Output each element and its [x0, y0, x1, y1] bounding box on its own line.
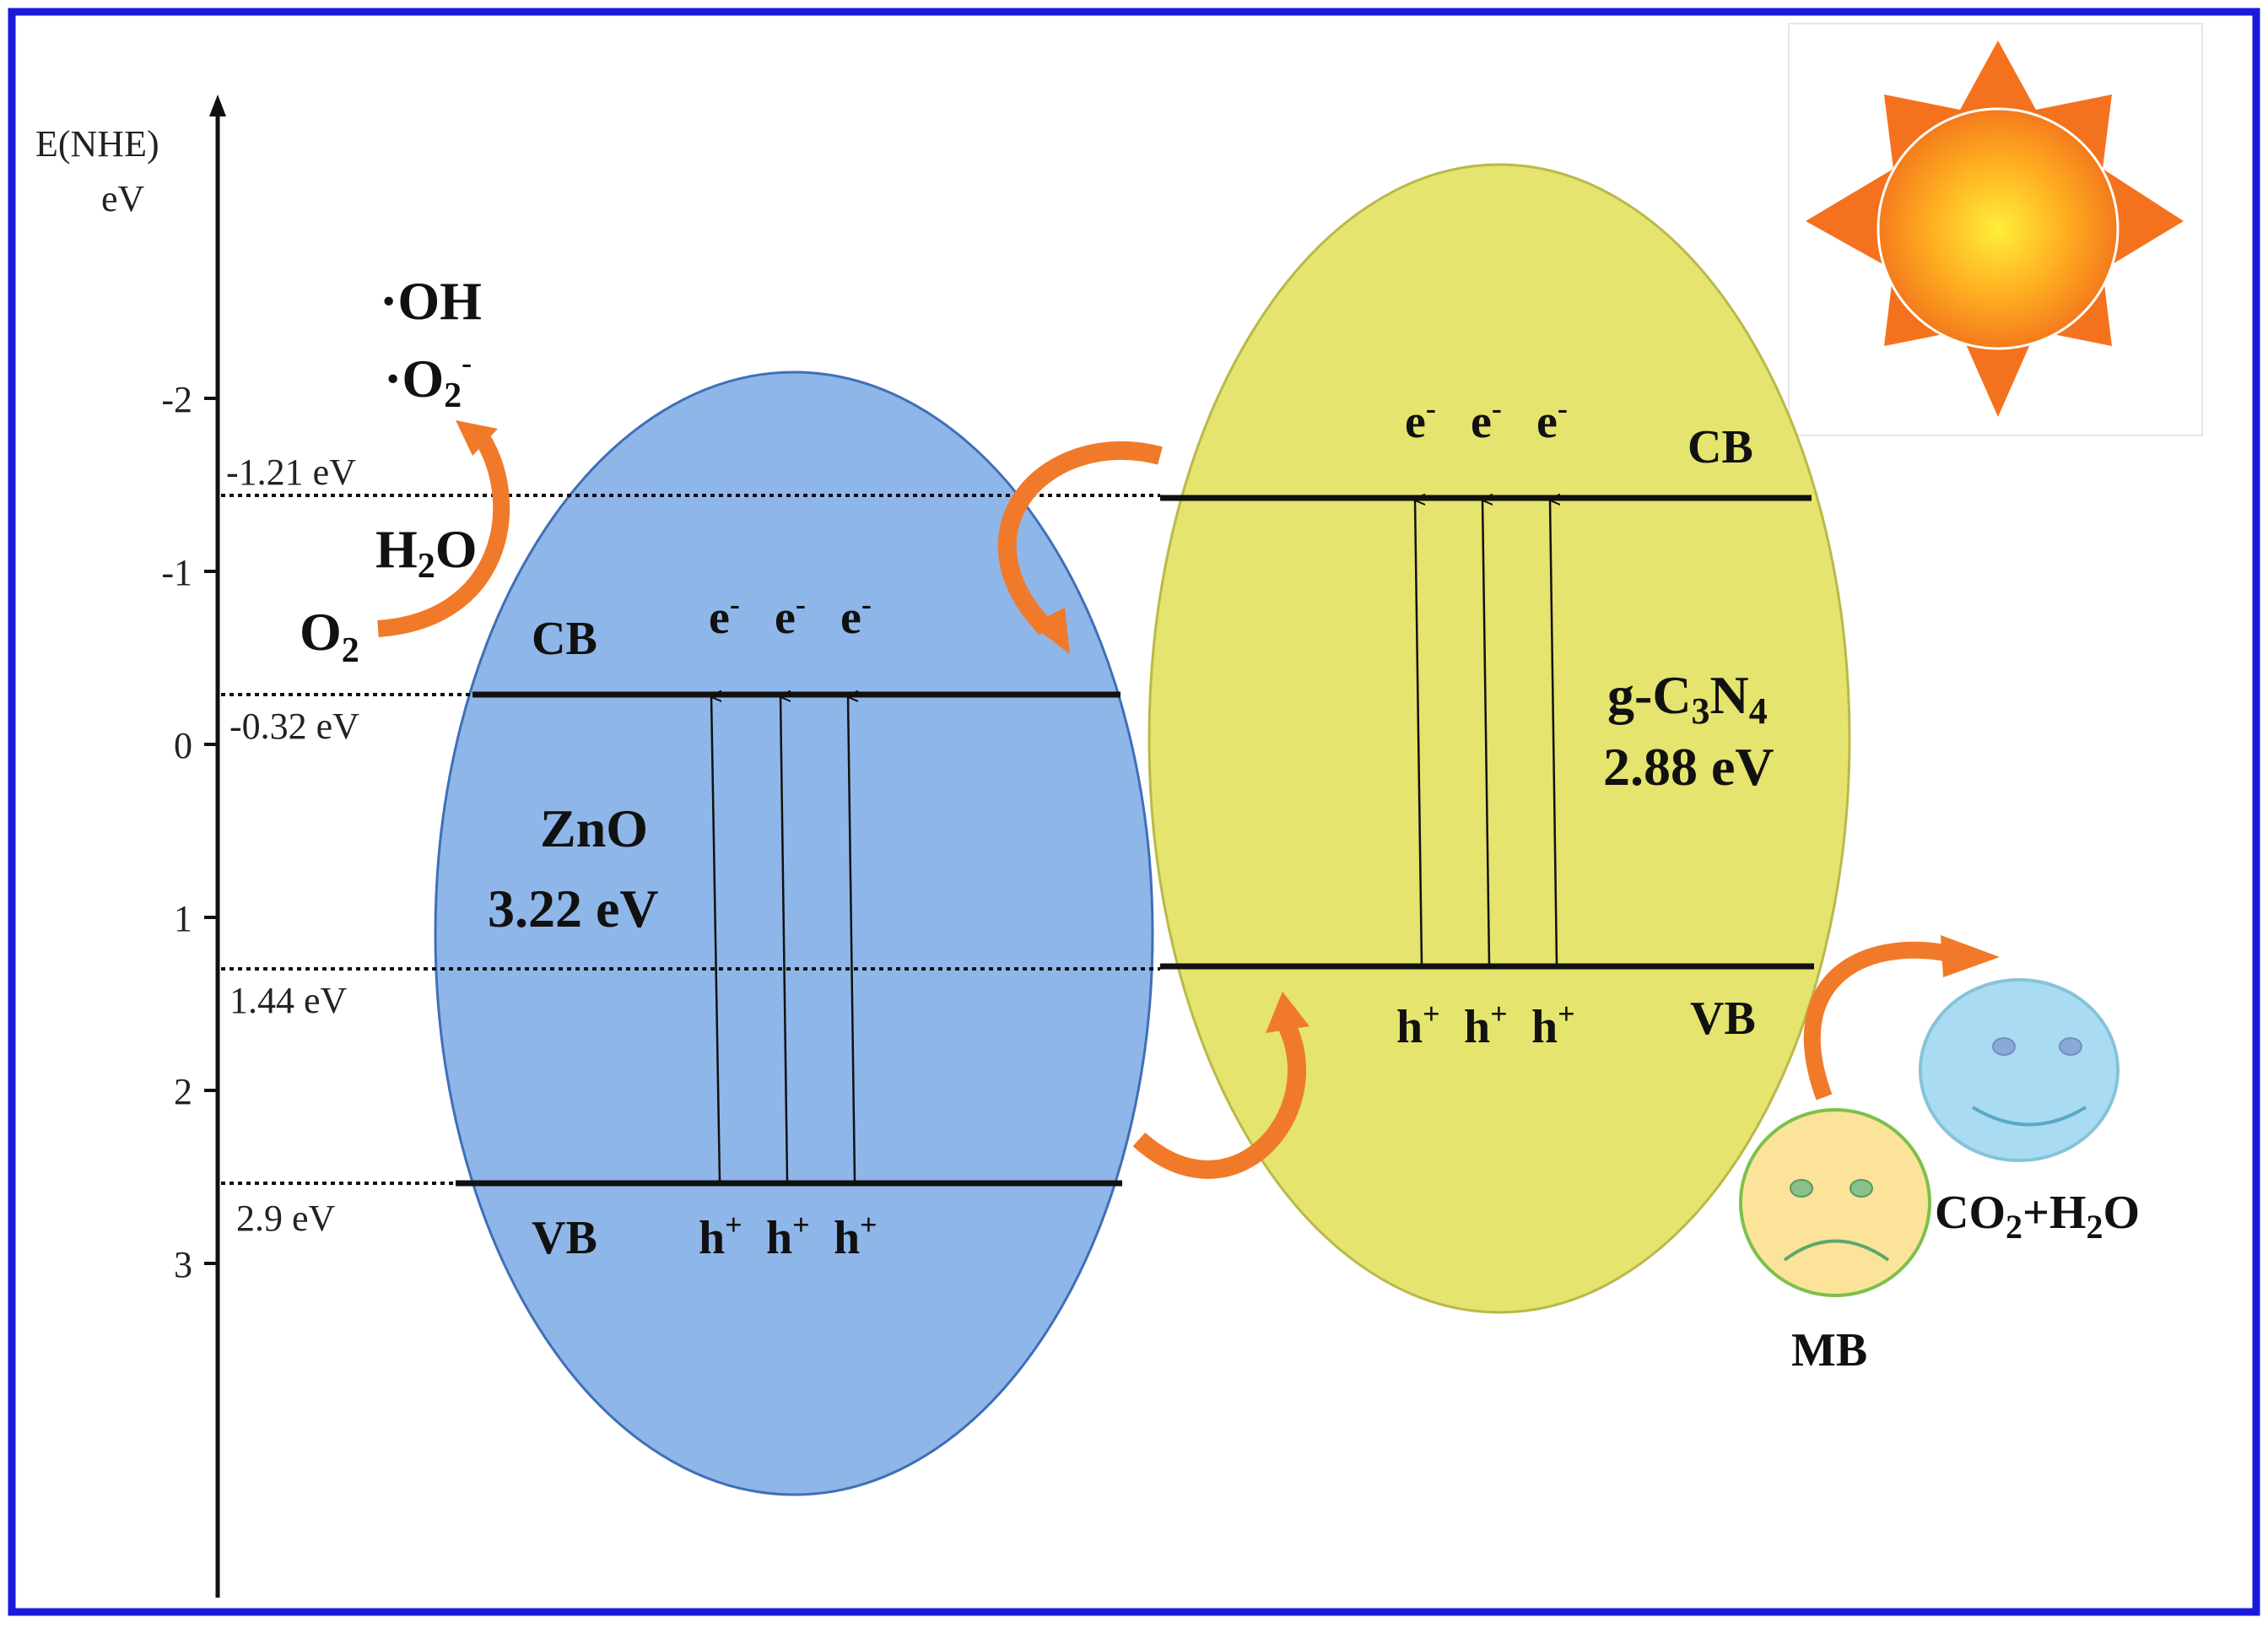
zno-band-ellipse — [434, 370, 1154, 1496]
happy-face-clean-icon — [1919, 978, 2120, 1162]
zno-excitation-arrow-3 — [848, 696, 855, 1182]
zno-excitation-arrow-1 — [711, 696, 720, 1182]
level-label-gcn-cb: -1.21 eV — [226, 452, 356, 493]
gcn-vb-label: VB — [1690, 992, 1756, 1045]
axis-tick-label: -1 — [161, 552, 192, 593]
axis-tick-label: 1 — [174, 898, 192, 939]
o2-to-radical-arrow-icon — [377, 420, 510, 637]
products-label: CO2+H2O — [1935, 1187, 2140, 1246]
zno-vb-label: VB — [532, 1212, 597, 1264]
axis-ticks: -2 -1 0 1 2 3 — [161, 379, 218, 1285]
zno-cb-label: CB — [532, 613, 597, 665]
axis-tick-label: 2 — [174, 1071, 192, 1112]
gcn-gap: 2.88 eV — [1603, 737, 1774, 797]
zno-excitation-arrow-2 — [780, 696, 787, 1182]
degradation-arrow-icon — [1803, 935, 2000, 1101]
oxygen-label: O2 — [300, 602, 359, 670]
gcn-excitation-arrow-2 — [1482, 500, 1489, 965]
vb-hole-transfer-arrow-icon — [1132, 992, 1310, 1179]
level-label-zno-cb: -0.32 eV — [230, 706, 359, 747]
axis-arrowhead-icon — [209, 95, 226, 116]
zno-hole-1: h+ — [699, 1208, 742, 1264]
gcn-electron-3: e- — [1536, 392, 1568, 448]
cb-electron-transfer-arrow-icon — [997, 441, 1163, 654]
level-label-zno-vb: 2.9 eV — [236, 1198, 336, 1239]
sad-face-mb-icon — [1739, 1108, 1931, 1297]
sun-icon — [1788, 23, 2203, 436]
gcn-cb-label: CB — [1688, 421, 1753, 473]
level-label-gcn-vb: 1.44 eV — [230, 980, 348, 1021]
gcn-excitation-arrow-3 — [1550, 500, 1557, 965]
gcn-hole-2: h+ — [1464, 997, 1508, 1053]
gcn-electron-1: e- — [1405, 392, 1436, 448]
gcn-band-ellipse — [1148, 163, 1851, 1314]
mb-label: MB — [1791, 1324, 1867, 1376]
zno-electron-1: e- — [709, 587, 740, 644]
gcn-name: g-C3N4 — [1607, 665, 1768, 732]
axis-tick-label: -2 — [161, 379, 192, 420]
axis-title-line2: eV — [101, 178, 145, 219]
axis-title-line1: E(NHE) — [35, 123, 159, 165]
zno-hole-2: h+ — [766, 1208, 810, 1264]
gcn-excitation-arrow-1 — [1415, 500, 1422, 965]
gcn-hole-3: h+ — [1531, 997, 1575, 1053]
water-label: H2O — [375, 519, 478, 586]
gcn-electron-2: e- — [1471, 392, 1502, 448]
gcn-hole-1: h+ — [1396, 997, 1440, 1053]
hydroxyl-radical-label: ·OH — [380, 271, 482, 331]
superoxide-radical-label: ·O2- — [384, 346, 472, 415]
zno-hole-3: h+ — [834, 1208, 878, 1264]
axis-tick-label: 3 — [174, 1244, 192, 1285]
zno-name: ZnO — [540, 798, 648, 858]
zno-gap: 3.22 eV — [488, 879, 659, 938]
zno-electron-3: e- — [840, 587, 872, 644]
axis-tick-label: 0 — [174, 725, 192, 766]
zno-electron-2: e- — [775, 587, 806, 644]
